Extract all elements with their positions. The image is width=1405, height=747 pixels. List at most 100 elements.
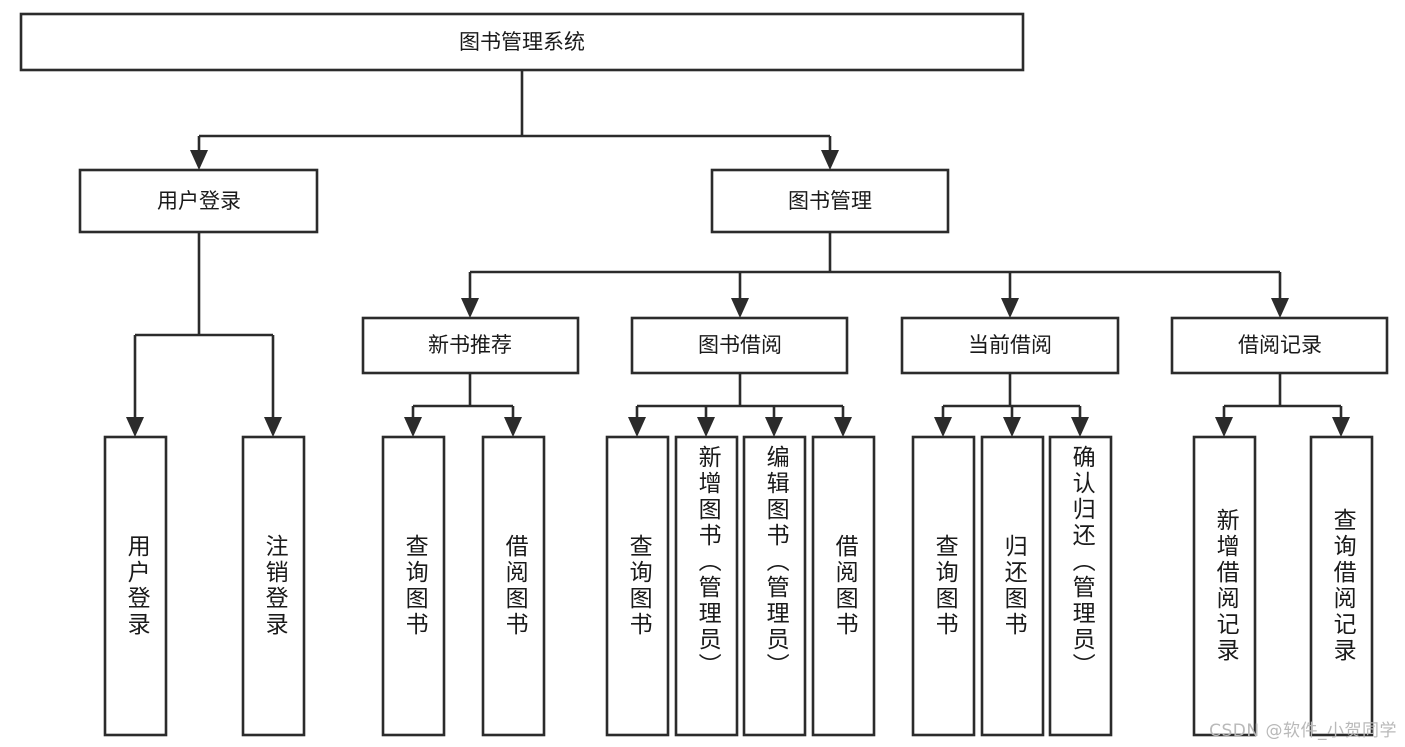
node-leaf-query-book-2-label: 查询图书	[625, 534, 652, 638]
node-leaf-confirm-return-box[interactable]	[1048, 435, 1113, 737]
node-root[interactable]: 图书管理系统	[19, 12, 1025, 72]
node-leaf-query-book-2-label-wrap: 查询图书	[625, 534, 652, 638]
node-current-borrow-label: 当前借阅	[968, 333, 1052, 357]
node-current-borrow[interactable]: 当前借阅	[900, 316, 1120, 375]
arrow-leaf-add-record	[1215, 417, 1233, 437]
arrow-book-borrow	[731, 298, 749, 318]
node-leaf-borrow-book-2[interactable]	[811, 435, 876, 737]
node-leaf-query-book-3-box[interactable]	[911, 435, 976, 737]
arrow-leaf-query-book-3	[934, 417, 952, 437]
node-leaf-user-login-label: 用户登录	[123, 534, 150, 638]
arrow-borrow-record	[1271, 298, 1289, 318]
connector-book-management-to-level3	[461, 232, 1289, 318]
node-book-management-box[interactable]	[710, 168, 950, 234]
node-leaf-return-book[interactable]	[980, 435, 1045, 737]
connector-user-login-to-leaves	[126, 232, 282, 437]
node-leaf-query-book-1[interactable]	[381, 435, 446, 737]
node-leaf-add-record-label: 新增借阅记录	[1212, 508, 1239, 664]
node-borrow-record-label: 借阅记录	[1238, 333, 1322, 357]
node-leaf-logout-label: 注销登录	[261, 534, 288, 638]
node-leaf-query-book-1-label-wrap: 查询图书	[401, 534, 428, 638]
node-leaf-borrow-book-1-label-wrap: 借阅图书	[501, 534, 528, 638]
node-leaf-query-record[interactable]	[1309, 435, 1374, 737]
node-leaf-add-record-label-wrap: 新增借阅记录	[1212, 508, 1239, 664]
node-leaf-user-login-box[interactable]	[103, 435, 168, 737]
node-leaf-borrow-book-1-label: 借阅图书	[501, 534, 528, 638]
node-leaf-edit-book-label: 编辑图书（管理员）	[762, 445, 789, 679]
node-leaf-user-login-label-wrap: 用户登录	[123, 534, 150, 638]
node-book-management[interactable]: 图书管理	[710, 168, 950, 234]
node-leaf-edit-book-box[interactable]	[742, 435, 807, 737]
connector-borrow-record-to-leaves	[1215, 373, 1350, 437]
node-leaf-borrow-book-2-box[interactable]	[811, 435, 876, 737]
connector-root-to-level2	[190, 70, 839, 170]
node-leaf-return-book-label: 归还图书	[1000, 534, 1027, 638]
node-leaf-borrow-book-2-label: 借阅图书	[831, 534, 858, 638]
node-borrow-record-box[interactable]	[1170, 316, 1389, 375]
arrow-leaf-query-record	[1332, 417, 1350, 437]
node-leaf-add-book-label-wrap: 新增图书（管理员）	[694, 445, 721, 679]
node-new-book-recommend[interactable]: 新书推荐	[361, 316, 580, 375]
node-leaf-logout-label-wrap: 注销登录	[261, 534, 288, 638]
node-leaf-edit-book[interactable]	[742, 435, 807, 737]
arrow-leaf-query-book-1	[404, 417, 422, 437]
node-leaf-confirm-return-label-wrap: 确认归还（管理员）	[1068, 445, 1095, 679]
node-user-login-box[interactable]	[78, 168, 319, 234]
node-new-book-recommend-label: 新书推荐	[428, 333, 512, 357]
arrow-book-management	[821, 150, 839, 170]
node-leaf-query-record-label: 查询借阅记录	[1329, 508, 1356, 664]
node-leaf-logout-box[interactable]	[241, 435, 306, 737]
node-leaf-borrow-book-1-box[interactable]	[481, 435, 546, 737]
node-leaf-return-book-box[interactable]	[980, 435, 1045, 737]
node-leaf-query-book-2-box[interactable]	[605, 435, 670, 737]
connector-current-borrow-to-leaves	[934, 373, 1089, 437]
node-leaf-borrow-book-1[interactable]	[481, 435, 546, 737]
arrow-leaf-query-book-2	[628, 417, 646, 437]
arrow-leaf-edit-book	[765, 417, 783, 437]
arrow-leaf-logout	[264, 417, 282, 437]
csdn-watermark: CSDN @软件_小贺同学	[1209, 721, 1397, 741]
node-leaf-add-book-box[interactable]	[674, 435, 739, 737]
node-leaf-logout[interactable]	[241, 435, 306, 737]
arrow-leaf-user-login	[126, 417, 144, 437]
arrow-leaf-add-book	[697, 417, 715, 437]
node-current-borrow-box[interactable]	[900, 316, 1120, 375]
node-leaf-borrow-book-2-label-wrap: 借阅图书	[831, 534, 858, 638]
node-leaf-confirm-return-label: 确认归还（管理员）	[1068, 445, 1095, 679]
node-book-borrow-label: 图书借阅	[698, 333, 782, 357]
node-leaf-add-record[interactable]	[1192, 435, 1257, 737]
node-root-box[interactable]	[19, 12, 1025, 72]
connector-book-borrow-to-leaves	[628, 373, 852, 437]
node-root-label: 图书管理系统	[459, 30, 585, 54]
arrow-leaf-return-book	[1003, 417, 1021, 437]
node-book-borrow[interactable]: 图书借阅	[630, 316, 849, 375]
node-leaf-query-book-3[interactable]	[911, 435, 976, 737]
arrow-current-borrow	[1001, 298, 1019, 318]
node-leaf-query-book-1-label: 查询图书	[401, 534, 428, 638]
node-user-login[interactable]: 用户登录	[78, 168, 319, 234]
node-leaf-user-login[interactable]	[103, 435, 168, 737]
node-leaf-query-book-1-box[interactable]	[381, 435, 446, 737]
node-leaf-query-record-label-wrap: 查询借阅记录	[1329, 508, 1356, 664]
node-leaf-add-record-box[interactable]	[1192, 435, 1257, 737]
node-leaf-confirm-return[interactable]	[1048, 435, 1113, 737]
arrow-leaf-confirm-return	[1071, 417, 1089, 437]
node-leaf-query-book-2[interactable]	[605, 435, 670, 737]
node-leaf-query-book-3-label-wrap: 查询图书	[931, 534, 958, 638]
node-leaf-return-book-label-wrap: 归还图书	[1000, 534, 1027, 638]
node-book-borrow-box[interactable]	[630, 316, 849, 375]
arrow-new-book-recommend	[461, 298, 479, 318]
node-new-book-recommend-box[interactable]	[361, 316, 580, 375]
node-user-login-label: 用户登录	[157, 189, 241, 213]
node-borrow-record[interactable]: 借阅记录	[1170, 316, 1389, 375]
node-leaf-edit-book-label-wrap: 编辑图书（管理员）	[762, 445, 789, 679]
arrow-leaf-borrow-book-1	[504, 417, 522, 437]
arrow-leaf-borrow-book-2	[834, 417, 852, 437]
node-leaf-query-book-3-label: 查询图书	[931, 534, 958, 638]
node-leaf-query-record-box[interactable]	[1309, 435, 1374, 737]
connector-new-book-recommend-to-leaves	[404, 373, 522, 437]
node-leaf-add-book-label: 新增图书（管理员）	[694, 445, 721, 679]
node-leaf-add-book[interactable]	[674, 435, 739, 737]
